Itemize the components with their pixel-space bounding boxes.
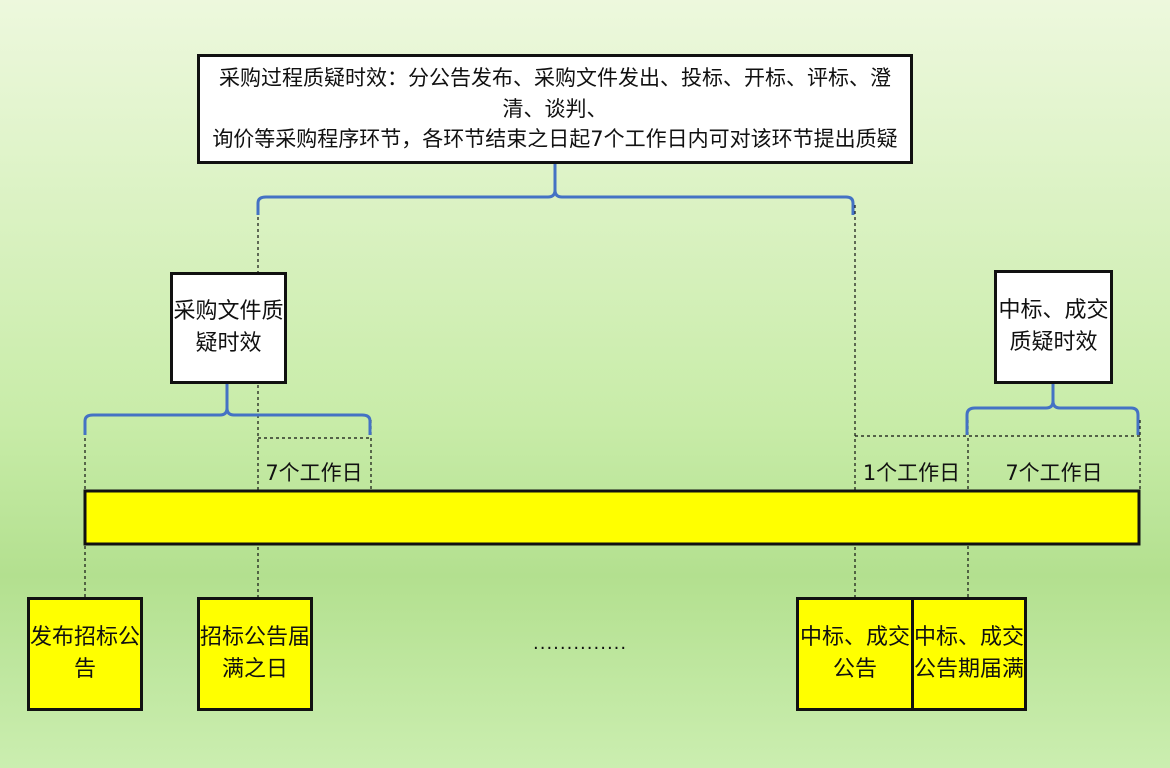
bracket-doc [83,376,372,435]
timeline-bar [83,489,1141,546]
doc-objection-line2: 疑时效 [195,331,262,356]
bracket-award [965,352,1140,435]
top-description-line1: 采购过程质疑时效：分公告发布、采购文件发出、投标、开标、评标、澄清、谈判、 [219,66,891,121]
publish-notice-line1: 发布招标公 [30,625,141,651]
publish-notice-box: 发布招标公 告 [27,597,143,711]
award-objection-box: 中标、成交 质疑时效 [994,270,1113,384]
top-description-box: 采购过程质疑时效：分公告发布、采购文件发出、投标、开标、评标、澄清、谈判、 询价… [197,54,913,164]
doc-interval-label: 7个工作日 [265,461,363,485]
notice-expire-box: 招标公告届 满之日 [197,597,313,711]
award-expire-line2: 公告期届满 [914,657,1025,682]
award-notice-line2: 公告 [832,657,877,682]
one-day-interval-label: 1个工作日 [862,461,961,485]
award-expire-line1: 中标、成交 [914,625,1025,651]
doc-objection-box: 采购文件质 疑时效 [170,272,287,384]
notice-expire-line2: 满之日 [221,657,288,682]
award-interval-label: 7个工作日 [1005,461,1103,485]
dashed-guides [84,205,1141,598]
award-objection-line2: 质疑时效 [1009,330,1098,355]
notice-expire-line1: 招标公告届 [200,625,311,651]
doc-objection-line1: 采购文件质 [173,299,284,325]
award-expire-box: 中标、成交 公告期届满 [911,597,1027,711]
award-notice-line1: 中标、成交 [799,625,910,651]
bracket-top [256,164,855,215]
brackets [83,164,1140,435]
publish-notice-line2: 告 [73,657,96,682]
top-description-line2: 询价等采购程序环节，各环节结束之日起7个工作日内可对该环节提出质疑 [212,127,898,152]
ellipsis: ·············· [533,638,628,659]
award-objection-line1: 中标、成交 [998,298,1109,324]
award-notice-box: 中标、成交 公告 [796,597,914,711]
